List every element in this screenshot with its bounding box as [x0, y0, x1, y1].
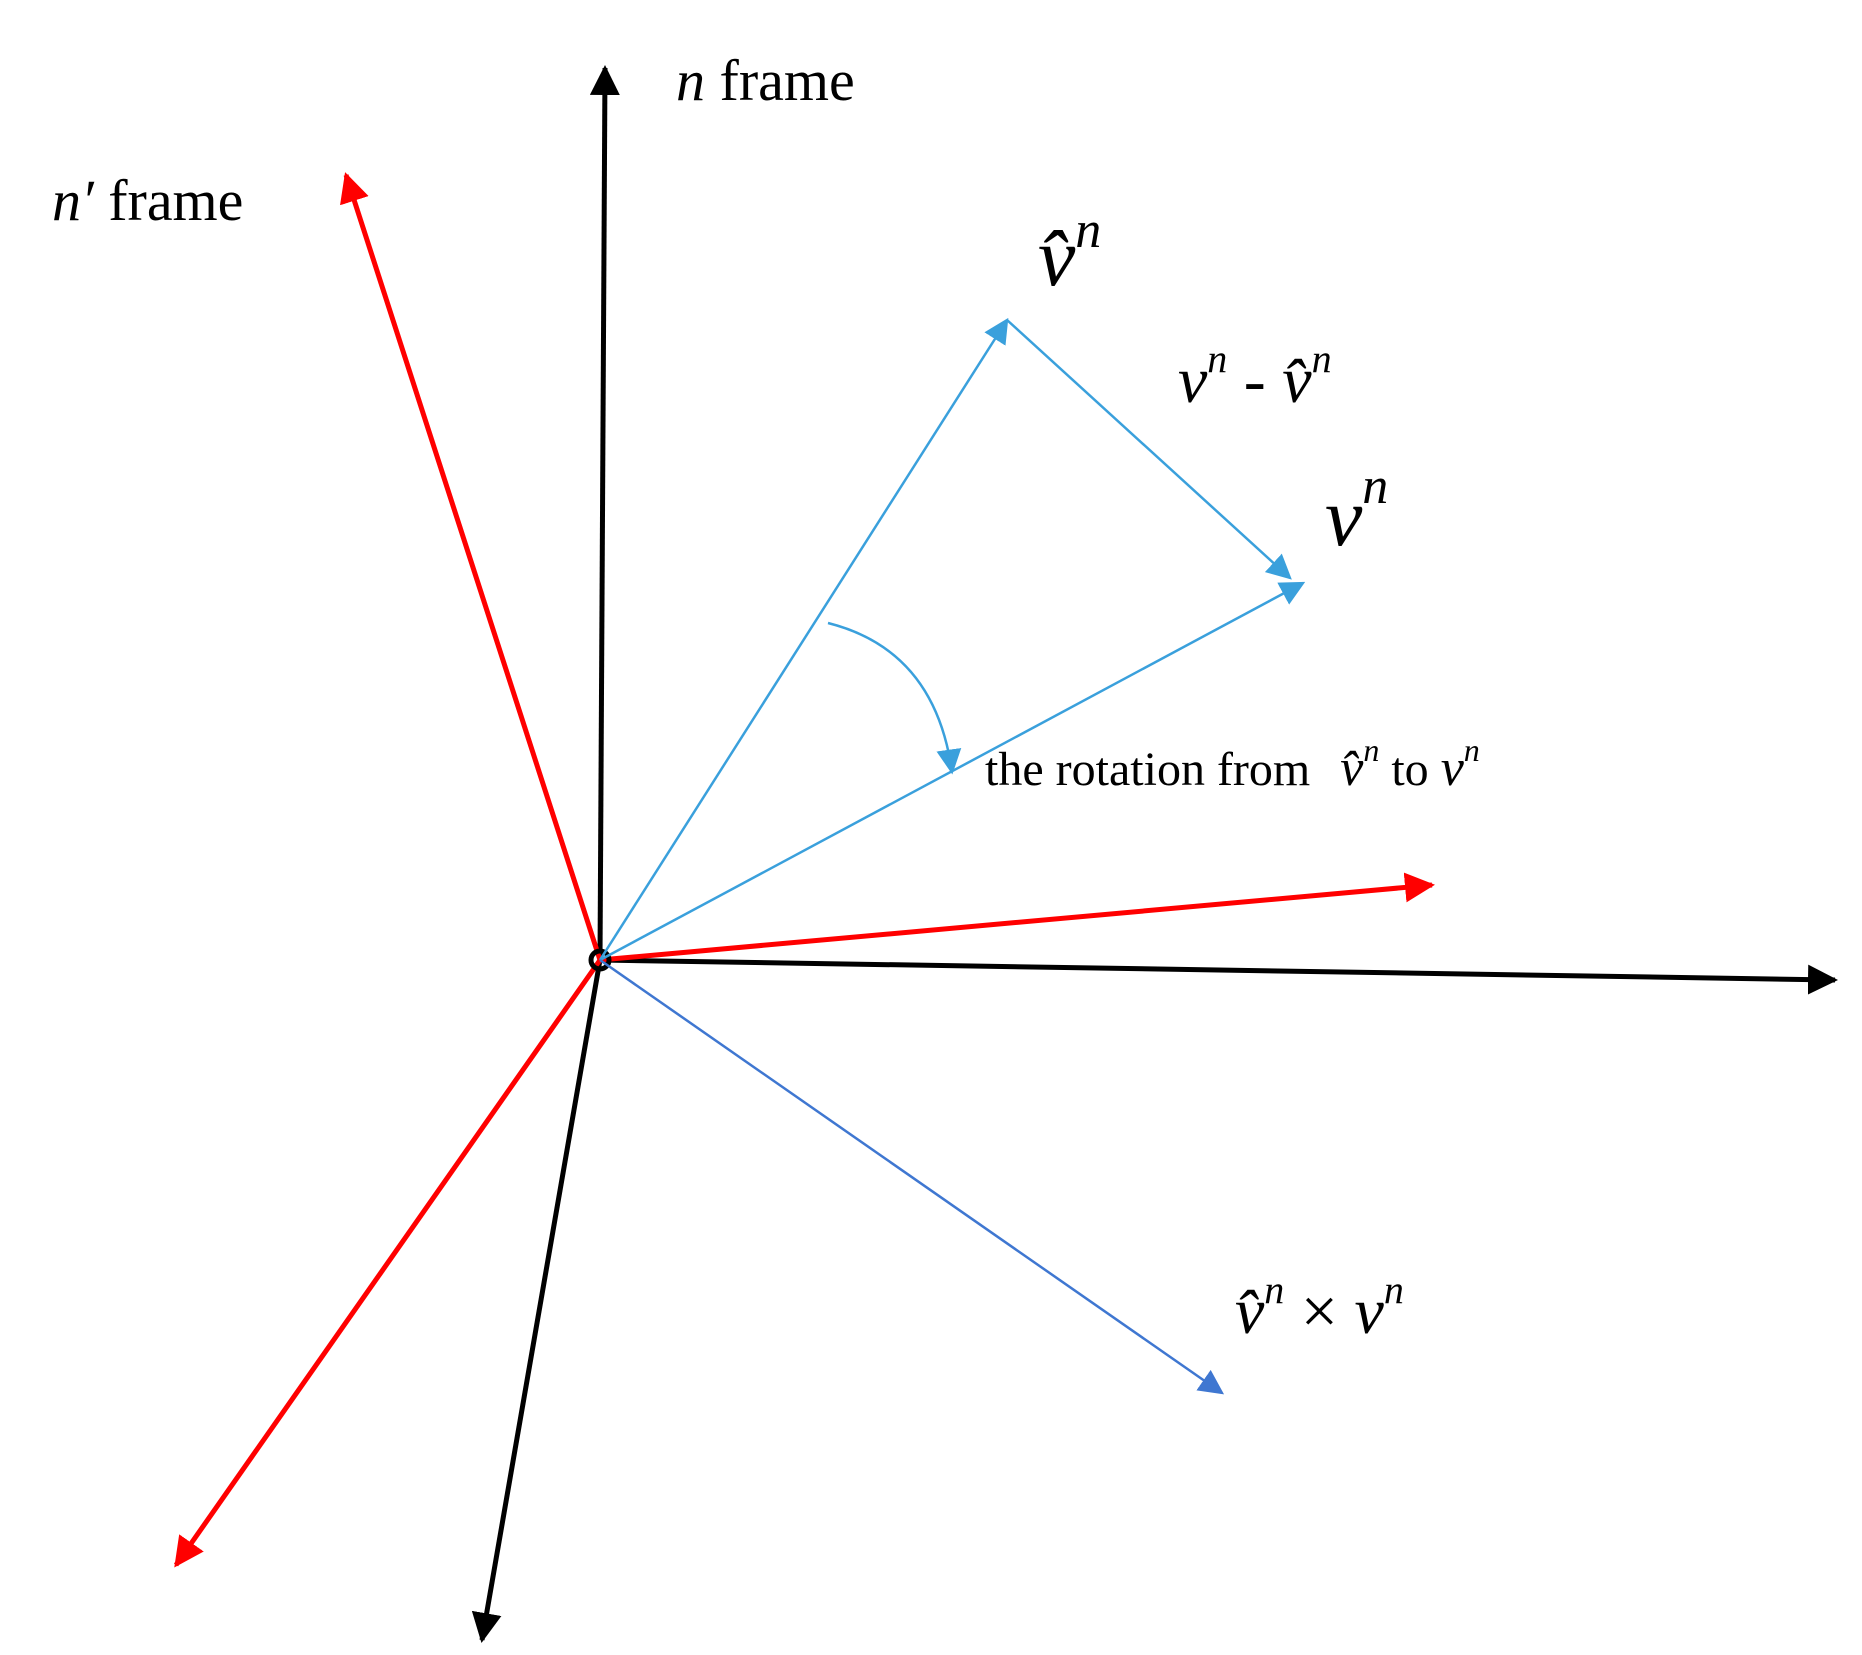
v-hat-n-symbol: v̂ — [1038, 211, 1076, 304]
cross-op: × — [1284, 1275, 1354, 1348]
v-n-symbol: v — [1325, 471, 1363, 564]
v-n-sup: n — [1362, 458, 1388, 515]
v-n-label: vn — [1325, 458, 1388, 564]
v-hat-n-sup: n — [1075, 202, 1101, 259]
vectors — [598, 317, 1306, 1395]
n-prime-frame-axes — [173, 172, 1435, 1568]
cross-b-sup: n — [1384, 1267, 1404, 1312]
difference-a: v — [1178, 344, 1208, 417]
rotation-arc — [827, 621, 962, 775]
n-prime-frame-label: n′ frame — [52, 168, 243, 233]
n-frame-axis-up — [589, 65, 620, 961]
rotation-b: v — [1441, 740, 1465, 797]
n-frame-symbol: n — [676, 48, 705, 113]
difference-vector — [1006, 319, 1292, 580]
difference-b-sup: n — [1312, 336, 1332, 381]
difference-a-sup: n — [1207, 336, 1227, 381]
v-hat-n-vector — [598, 317, 1009, 961]
rotation-mid: to — [1379, 743, 1440, 796]
n-frame-text: frame — [705, 48, 855, 113]
rotation-prefix: the rotation from — [985, 743, 1322, 796]
v-hat-n-label: v̂n — [1038, 202, 1101, 304]
cross-a: v̂ — [1235, 1275, 1265, 1348]
origin-point — [588, 948, 612, 972]
n-prime-frame-axis-down — [173, 958, 603, 1568]
rotation-label: the rotation from v̂n to vn — [985, 732, 1480, 797]
rotation-b-sup: n — [1464, 732, 1480, 768]
difference-label: vn - v̂n — [1178, 336, 1332, 417]
rotation-a-sup: n — [1363, 732, 1379, 768]
n-frame-axis-right — [599, 957, 1838, 995]
cross-b: v — [1355, 1275, 1385, 1348]
n-frame-axis-down — [471, 959, 603, 1643]
difference-b: v̂ — [1282, 344, 1312, 417]
n-prime-frame-axis-right — [599, 872, 1435, 963]
difference-op: - — [1227, 344, 1282, 417]
n-frame-axes — [471, 65, 1838, 1643]
cross-product-vector — [599, 958, 1225, 1395]
n-prime-frame-symbol: n′ — [52, 168, 95, 233]
n-frame-label: n frame — [676, 48, 855, 113]
cross-product-label: v̂n × vn — [1235, 1267, 1404, 1348]
labels: n frame n′ frame v̂n vn - v̂n vn the rot… — [52, 48, 1480, 1348]
rotation-a: v̂ — [1340, 740, 1364, 797]
n-prime-frame-axis-up — [340, 172, 603, 961]
n-prime-frame-text: frame — [94, 168, 244, 233]
cross-a-sup: n — [1264, 1267, 1284, 1312]
